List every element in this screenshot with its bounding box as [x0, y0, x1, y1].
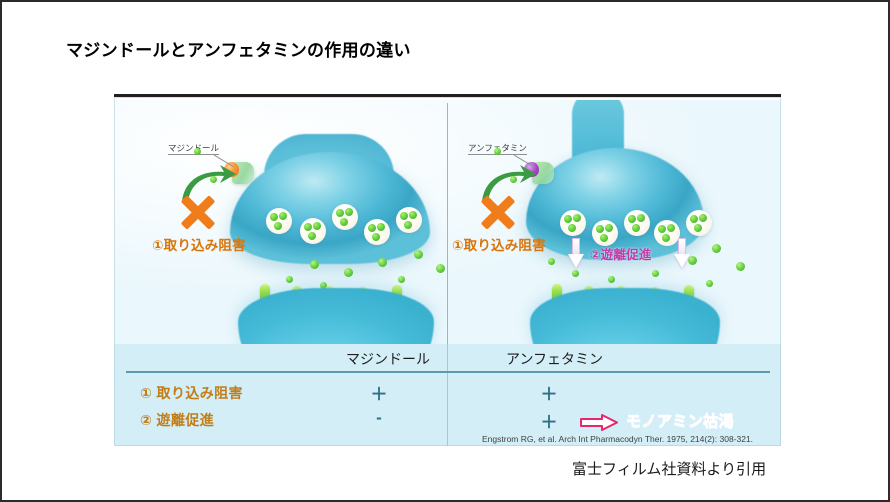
- neurotransmitter: [736, 262, 745, 271]
- release-down-arrow-icon: [568, 238, 584, 268]
- uptake-inhibition-label: ①取り込み阻害: [452, 238, 546, 253]
- neurotransmitter: [310, 260, 319, 269]
- table-header-rule: [126, 371, 770, 373]
- mazindol-callout-label: マジンドール: [168, 143, 220, 156]
- vesicle: [396, 207, 422, 233]
- neurotransmitter: [494, 148, 501, 155]
- source-attribution: 富士フィルム社資料より引用: [572, 461, 767, 478]
- receptor: [260, 284, 270, 304]
- receptor: [552, 284, 562, 304]
- conclusion-label: モノアミン枯渇: [626, 413, 735, 431]
- vesicle: [266, 208, 292, 234]
- table-cell-release-amphetamine: ＋: [540, 413, 558, 432]
- uptake-inhibition-label: ①取り込み阻害: [152, 238, 246, 253]
- panel-amphetamine: アンフェタミン ①取り込み阻害 ②遊離促進: [448, 100, 781, 344]
- neurotransmitter: [652, 270, 659, 277]
- release-down-arrow-icon: [674, 238, 690, 268]
- neurotransmitter: [510, 176, 517, 183]
- vesicle: [624, 210, 650, 236]
- vesicle: [560, 210, 586, 236]
- callout-leader-line: [514, 154, 535, 168]
- neurotransmitter: [398, 276, 405, 283]
- neurotransmitter: [548, 258, 555, 265]
- blocked-uptake-x-icon: [178, 192, 218, 232]
- conclusion-arrow-icon: [580, 414, 618, 431]
- neurotransmitter: [572, 270, 579, 277]
- table-column-divider: [447, 344, 448, 446]
- neurotransmitter: [706, 280, 713, 287]
- neurotransmitter: [194, 148, 201, 155]
- neurotransmitter: [286, 276, 293, 283]
- postsynaptic-cell: [530, 288, 720, 344]
- neurotransmitter: [688, 256, 697, 265]
- vesicle: [300, 218, 326, 244]
- neurotransmitter: [378, 258, 387, 267]
- callout-leader-line: [214, 154, 235, 168]
- neurotransmitter: [414, 250, 423, 259]
- neurotransmitter: [436, 264, 445, 273]
- table-cell-uptake-amphetamine: ＋: [540, 385, 558, 404]
- panel-mazindol: マジンドール ①取り込み阻害: [114, 100, 447, 344]
- vesicle: [332, 204, 358, 230]
- presynaptic-bulb: [230, 152, 430, 264]
- comparison-table: マジンドール アンフェタミン ① 取り込み阻害 ＋ ＋ ② 遊離促進 - ＋ モ…: [114, 344, 781, 446]
- synapse-figure: マジンドール ①取り込み阻害: [114, 94, 781, 446]
- neurotransmitter: [608, 276, 615, 283]
- neurotransmitter: [210, 176, 217, 183]
- release-promotion-label: ②遊離促進: [590, 248, 652, 262]
- table-cell-uptake-mazindol: ＋: [370, 385, 388, 404]
- panel-divider: [447, 103, 448, 433]
- postsynaptic-cell: [238, 288, 434, 344]
- diagram-area: マジンドール ①取り込み阻害: [114, 100, 781, 433]
- neurotransmitter: [320, 282, 327, 289]
- uptake-arrow-icon: [182, 165, 236, 202]
- page-title: マジンドールとアンフェタミンの作用の違い: [66, 41, 411, 60]
- table-cell-release-mazindol: -: [376, 408, 382, 427]
- citation-text: Engstrom RG, et al. Arch Int Pharmacodyn…: [482, 434, 754, 444]
- table-row-label-uptake-inhibition: ① 取り込み阻害: [140, 385, 243, 401]
- uptake-arrow-icon: [482, 165, 536, 202]
- vesicle: [592, 220, 618, 246]
- table-column-header-amphetamine: アンフェタミン: [506, 351, 604, 367]
- vesicle: [364, 219, 390, 245]
- neurotransmitter: [344, 268, 353, 277]
- table-column-header-mazindol: マジンドール: [346, 351, 430, 367]
- neurotransmitter: [712, 244, 721, 253]
- blocked-uptake-x-icon: [478, 192, 518, 232]
- table-row-label-release-promotion: ② 遊離促進: [140, 412, 215, 428]
- vesicle: [686, 210, 712, 236]
